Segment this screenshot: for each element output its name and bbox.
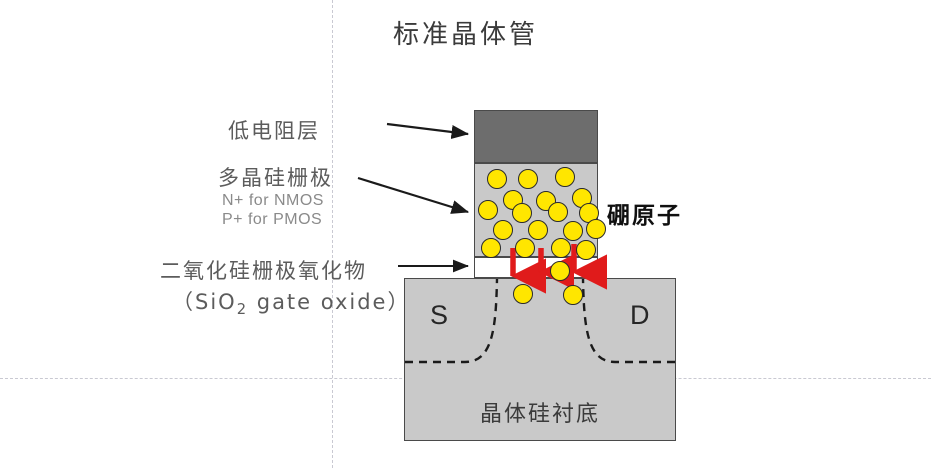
- boron-atom: [548, 202, 568, 222]
- boron-atom: [563, 285, 583, 305]
- boron-atom: [563, 221, 583, 241]
- label-gate-oxide-en: （SiO2 gate oxide）: [172, 286, 410, 318]
- label-gate-oxide-cn: 二氧化硅栅极氧化物: [160, 259, 367, 283]
- leader-arrows: [357, 122, 470, 273]
- page-title: 标准晶体管: [392, 20, 538, 50]
- gate-oxide-subscript: 2: [236, 301, 249, 319]
- boron-atom: [487, 169, 507, 189]
- label-boron-atoms: 硼原子: [607, 203, 682, 229]
- boron-atom: [576, 240, 596, 260]
- boron-atom: [512, 203, 532, 223]
- boron-atom: [481, 238, 501, 258]
- boron-atom: [528, 220, 548, 240]
- boron-atom: [513, 284, 533, 304]
- source-label: S: [430, 300, 449, 330]
- boron-atom: [551, 238, 571, 258]
- boron-atom: [493, 220, 513, 240]
- label-polysilicon-gate: 多晶硅栅极: [218, 166, 333, 190]
- low-resistance-layer-block: [474, 110, 598, 163]
- gate-oxide-en-rest: gate oxide）: [248, 290, 411, 314]
- vertical-guide-line: [332, 0, 333, 468]
- label-low-resistance-layer: 低电阻层: [228, 119, 320, 143]
- substrate-label: 晶体硅衬底: [479, 402, 600, 427]
- boron-atom: [478, 200, 498, 220]
- label-pmos-note: P+ for PMOS: [222, 211, 323, 228]
- boron-atom: [515, 238, 535, 258]
- boron-atom: [555, 167, 575, 187]
- gate-oxide-en-open: （SiO: [172, 290, 237, 314]
- drain-label: D: [630, 300, 650, 330]
- boron-atom: [586, 219, 606, 239]
- boron-atom: [550, 261, 570, 281]
- gate-oxide-block: [474, 257, 598, 278]
- boron-atom: [518, 169, 538, 189]
- label-nmos-note: N+ for NMOS: [222, 192, 324, 209]
